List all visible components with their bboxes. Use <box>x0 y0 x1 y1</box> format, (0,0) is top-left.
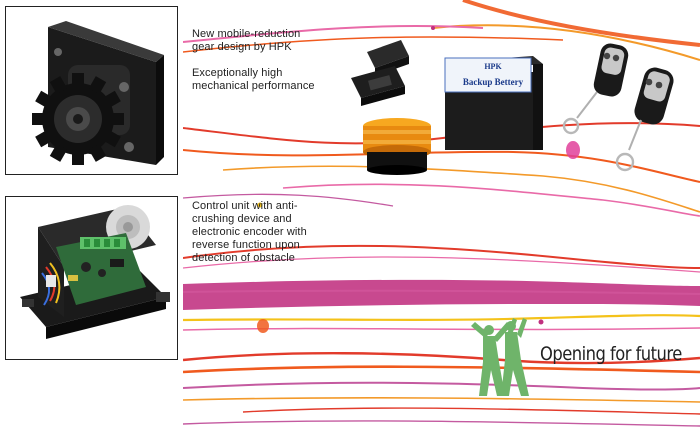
figures-logo-icon <box>471 318 529 396</box>
gear-caption-line <box>192 54 315 67</box>
gear-caption-line: gear design by HPK <box>192 41 292 53</box>
battery-brand: HPK <box>484 62 502 71</box>
warning-lamp-icon <box>363 118 431 175</box>
gear-caption-line: Exceptionally high <box>192 67 283 79</box>
backup-battery-icon <box>444 56 543 150</box>
control-caption: Control unit with anti- crushing device … <box>192 200 307 265</box>
gear-motor-photo-frame <box>5 6 178 175</box>
remote-control-icon-2 <box>615 67 674 172</box>
receiver-module-icon <box>351 40 409 106</box>
control-caption-line: reverse function upon <box>192 239 300 251</box>
tagline: Opening for future <box>540 343 682 365</box>
main-canvas: HPK Backup Bettery New mobile-reduction … <box>183 0 700 433</box>
gear-caption-line: mechanical performance <box>192 80 315 92</box>
photo-column <box>0 0 183 433</box>
painted-lines-background <box>183 0 700 427</box>
control-caption-line: crushing device and <box>192 213 292 225</box>
gear-motor-photo <box>32 21 164 165</box>
battery-label-group: HPK Backup Bettery <box>453 62 533 87</box>
control-caption-line: Control unit with anti- <box>192 200 298 212</box>
battery-label: Backup Bettery <box>462 77 524 87</box>
control-unit-photo <box>20 205 170 339</box>
control-caption-line: electronic encoder with <box>192 226 307 238</box>
control-unit-photo-frame <box>5 196 178 360</box>
gear-caption-line: New mobile-reduction <box>192 28 301 40</box>
gear-caption: New mobile-reduction gear design by HPK … <box>192 28 315 93</box>
control-caption-line: detection of obstacle <box>192 252 296 264</box>
remote-control-icon-1 <box>562 43 629 135</box>
